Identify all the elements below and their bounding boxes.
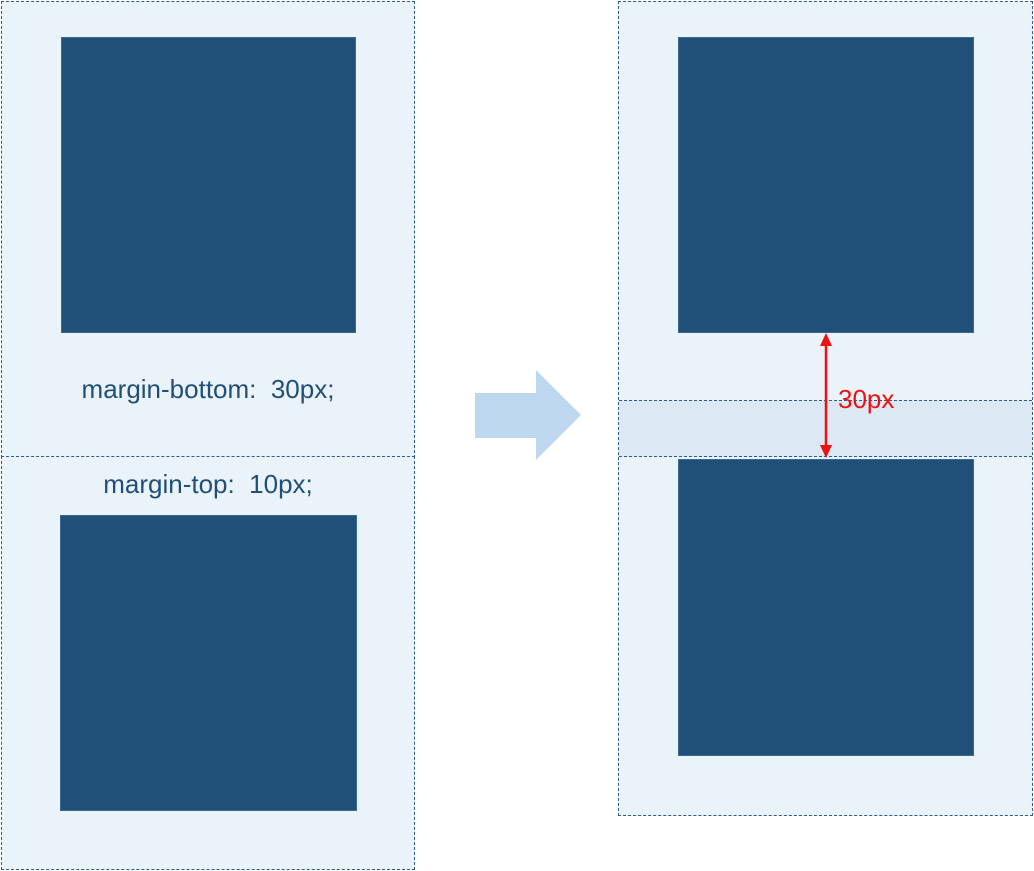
gap-size-label: 30px — [838, 384, 895, 414]
right-top-block — [678, 37, 974, 333]
margin-top-caption: margin-top: 10px; — [103, 469, 313, 499]
right-bottom-block — [678, 459, 974, 756]
left-top-block — [61, 37, 356, 333]
right-arrow-icon — [475, 370, 581, 460]
margin-bottom-caption: margin-bottom: 30px; — [81, 374, 335, 404]
left-bottom-block — [60, 515, 357, 811]
double-headed-arrow-icon — [820, 333, 832, 458]
